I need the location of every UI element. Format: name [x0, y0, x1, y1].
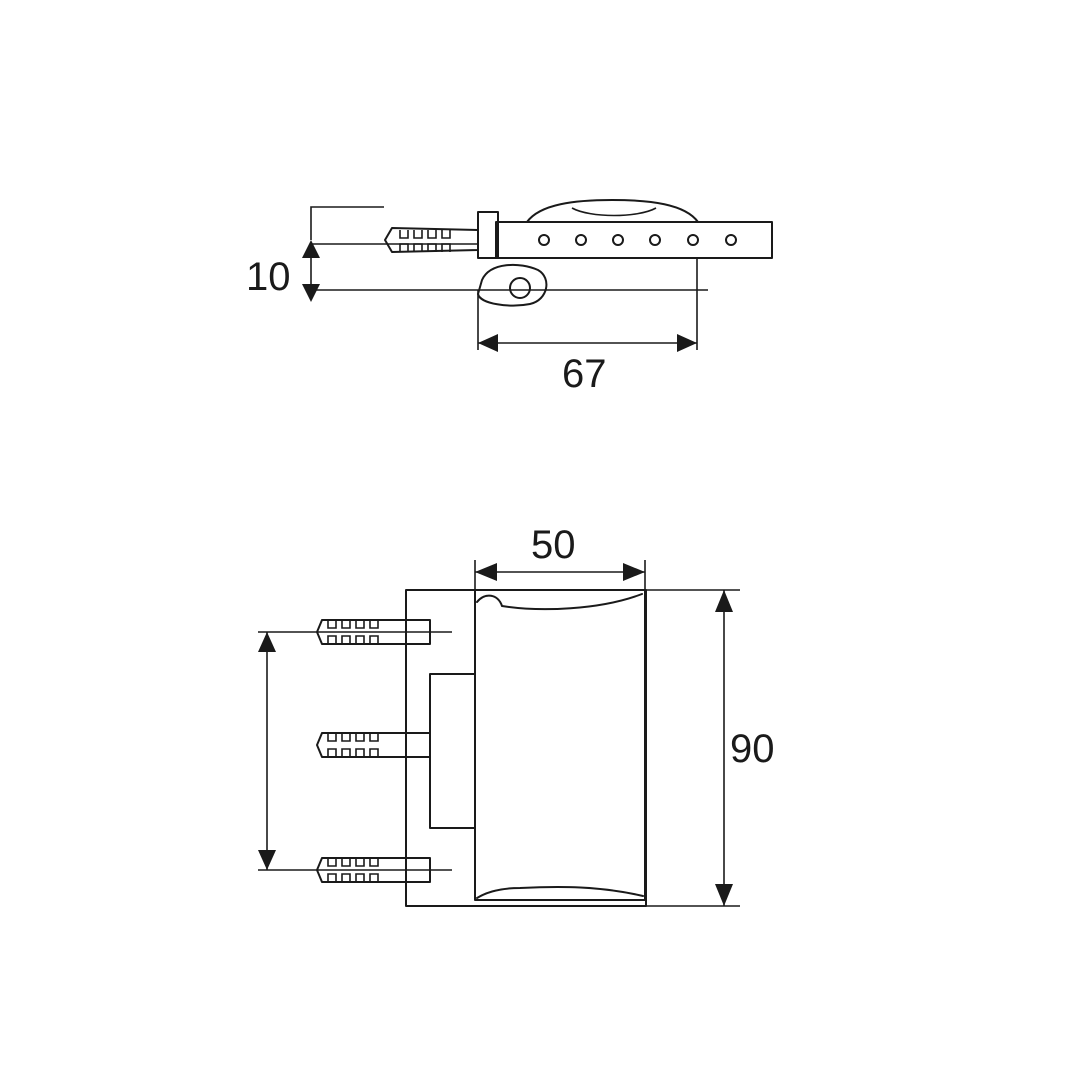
hole	[612, 234, 624, 246]
top-view: 10 67	[246, 199, 773, 396]
hole	[725, 234, 737, 246]
hole	[575, 234, 587, 246]
front-lock-body	[474, 589, 646, 901]
top-lock-body	[495, 221, 773, 259]
top-wall-anchor	[384, 227, 479, 253]
front-body-top-curve	[476, 593, 643, 611]
dim-label-67: 67	[562, 352, 607, 396]
front-anchor-middle	[316, 732, 431, 758]
front-view: 50 90	[258, 523, 775, 907]
top-lock-dome-inner	[571, 207, 657, 217]
dimension-top-width: 67	[477, 258, 698, 396]
dimension-bottom-height: 90	[646, 589, 775, 907]
dimension-top-height: 10	[246, 206, 708, 302]
dim-label-50: 50	[531, 523, 576, 567]
dimension-bottom-width: 50	[474, 523, 646, 590]
front-side-block	[429, 673, 476, 829]
hole	[649, 234, 661, 246]
dim-label-90: 90	[730, 727, 775, 771]
top-hole-row	[538, 234, 737, 246]
hole	[538, 234, 550, 246]
front-body-bottom-curve	[476, 885, 644, 899]
hole	[687, 234, 699, 246]
top-key-hole	[509, 277, 531, 299]
top-lock-dome	[526, 199, 699, 223]
front-back-plate	[405, 589, 647, 907]
dimension-anchor-spacing	[258, 631, 452, 871]
top-key-tab	[477, 263, 548, 307]
dim-label-10: 10	[246, 255, 291, 299]
